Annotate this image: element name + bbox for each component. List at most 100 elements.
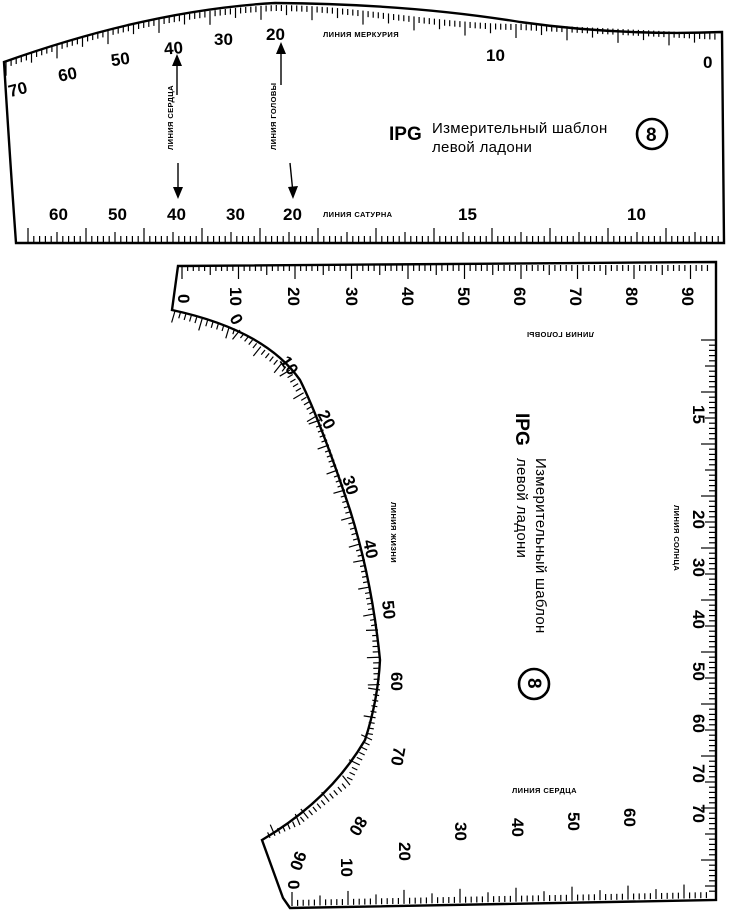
heart-line-label: ЛИНИЯ СЕРДЦА [512,786,577,795]
scale-tick [363,613,376,617]
brand-logo: IPG [389,124,422,145]
scale-tick [264,352,270,359]
top-upper-number: 60 [56,63,78,85]
bottom-right-number: 15 [689,405,708,424]
scale-tick [273,362,283,374]
top-upper-number: 70 [6,78,29,101]
scale-tick [359,751,365,756]
scale-tick [360,734,373,741]
heart-line-label: ЛИНИЯ СЕРДЦА [166,85,175,150]
scale-tick [188,315,192,322]
scale-tick [306,405,313,410]
bottom-top-number: 20 [284,287,303,306]
scale-tick [340,516,353,521]
scale-tick [183,313,187,321]
scale-tick [312,806,318,813]
scale-tick [317,429,324,433]
top-upper-number: 30 [214,30,233,49]
scale-tick [366,602,374,605]
top-upper-number: 50 [110,49,131,70]
scale-tick [355,548,363,552]
scale-tick [328,459,335,463]
arrow-icon [173,163,183,199]
bottom-right-scale-ticks [701,339,715,892]
scale-tick [279,369,291,377]
scale-tick [198,318,203,331]
scale-tick [341,783,347,789]
curve-number: 50 [378,599,399,620]
scale-tick [205,320,209,327]
scale-tick [369,618,377,621]
curve-number: 30 [338,473,362,497]
bottom-template: 0 10 20 30 40 50 60 70 80 90 ЛИНИЯ ГОЛОВ… [170,260,718,910]
scale-tick [244,336,249,342]
scale-tick [294,813,301,826]
saturn-line-label: ЛИНИЯ САТУРНА [323,210,393,219]
scale-tick [342,775,351,786]
scale-tick [267,832,271,839]
top-lower-number: 30 [226,205,245,224]
curve-number: 80 [345,813,371,839]
template-title: Измерительный шаблон [532,458,549,634]
bottom-number: 20 [395,842,414,861]
scale-tick [367,727,374,730]
scale-tick [342,500,349,503]
scale-tick [319,434,326,438]
scale-tick [252,342,258,349]
top-upper-number: 0 [703,53,712,72]
scale-tick [363,741,370,746]
bottom-number: 50 [564,812,583,831]
bottom-right-number: 60 [689,714,708,733]
bottom-top-number: 50 [454,287,473,306]
scale-tick [353,559,366,563]
top-lower-number: 50 [108,205,127,224]
top-lower-number: 15 [458,205,477,224]
scale-tick [287,823,291,830]
scale-tick [360,570,368,573]
top-lower-number: 10 [627,205,646,224]
scale-tick [316,803,322,809]
scale-tick [306,414,318,423]
scale-tick [333,489,346,494]
scale-tick [348,521,355,525]
scale-tick [363,715,376,719]
scale-tick [300,396,307,401]
bottom-top-number: 60 [510,287,529,306]
bottom-template-outline [170,260,718,910]
scale-tick [282,825,286,832]
scale-tick [333,474,340,478]
scale-tick [361,746,368,751]
bottom-right-number: 20 [689,510,708,529]
scale-tick [346,776,353,781]
bottom-top-number: 10 [226,287,245,306]
bottom-right-number: 40 [689,610,708,629]
scale-tick [303,401,310,406]
scale-tick [359,564,367,568]
bottom-bottom-scale-ticks [291,884,708,906]
scale-tick [335,479,342,483]
scale-tick [358,586,371,590]
scale-tick [317,444,330,450]
scale-tick [309,410,315,415]
scale-tick [352,537,360,541]
arrow-icon [276,42,286,85]
top-template-outline [2,1,726,245]
scale-tick [345,510,352,514]
scale-tick [356,756,363,761]
bottom-number: 60 [620,808,639,827]
scale-tick [371,705,378,708]
bottom-top-scale-ticks [181,265,709,279]
life-line-label: ЛИНИЯ ЖИЗНИ [389,502,398,563]
scale-tick [348,543,361,548]
scale-tick [269,356,274,362]
scale-tick [326,454,333,458]
scale-tick [349,771,356,776]
bottom-right-number: 50 [689,662,708,681]
scale-tick [321,439,328,443]
scale-tick [295,387,302,392]
scale-tick [329,793,334,799]
top-upper-number: 40 [163,38,184,59]
scale-tick [281,366,287,372]
